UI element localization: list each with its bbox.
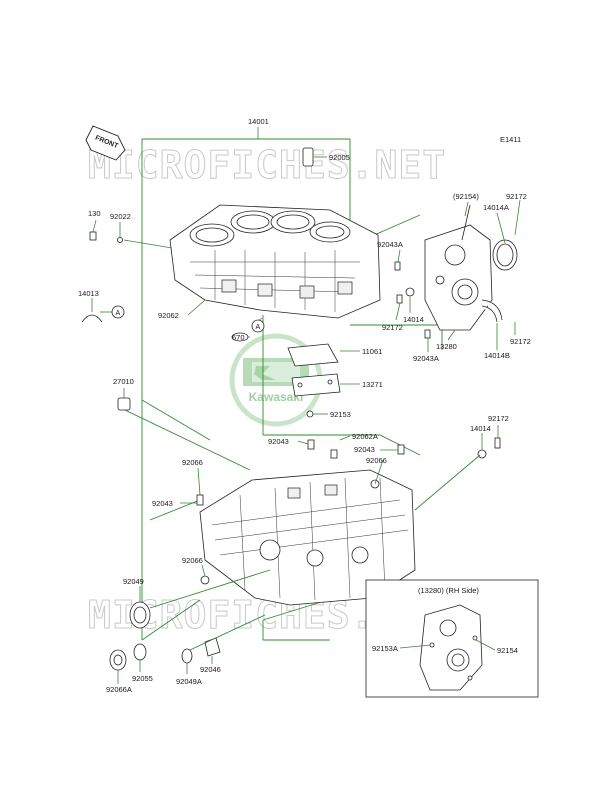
label-670: 670: [232, 333, 245, 342]
label-92153a: 92153A: [372, 644, 398, 653]
label-27010: 27010: [113, 377, 134, 386]
label-92154: 92154: [497, 646, 518, 655]
label-92172-mid: 92172: [382, 323, 403, 332]
label-92049a: 92049A: [176, 677, 202, 686]
leader-lines: [91, 127, 521, 684]
label-11061: 11061: [362, 347, 382, 356]
part-labels: 14001 92005 130 92022 (92154) 92172 1401…: [78, 117, 531, 694]
watermark-top: MICROFICHES.NET: [88, 143, 446, 187]
label-92066-c: 92066: [182, 556, 203, 565]
inset-rh-side: (13280) (RH Side): [365, 579, 539, 698]
label-92062: 92062: [158, 311, 179, 320]
label-92049: 92049: [123, 577, 144, 586]
label-92154-paren: (92154): [453, 192, 479, 201]
label-92043-b: 92043: [354, 445, 375, 454]
label-92066-a: 92066: [182, 458, 203, 467]
label-92153: 92153: [330, 410, 351, 419]
label-92066a: 92066A: [106, 685, 132, 694]
label-92043-c: 92043: [152, 499, 173, 508]
label-14014-mid: 14014: [403, 315, 424, 324]
small-parts: [81, 231, 501, 459]
label-92043a-mid: 92043A: [413, 354, 439, 363]
label-14014b: 14014B: [484, 351, 510, 360]
label-92005: 92005: [329, 153, 350, 162]
label-92043a-top: 92043A: [377, 240, 403, 249]
label-14014a: 14014A: [483, 203, 509, 212]
label-13280: 13280: [436, 342, 457, 351]
label-92022: 92022: [110, 212, 131, 221]
label-130: 130: [88, 209, 101, 218]
front-arrow: FRONT: [85, 125, 126, 161]
label-92043-a: 92043: [268, 437, 289, 446]
diagram-code: E1411: [500, 135, 521, 144]
label-92172-lower: 92172: [488, 414, 509, 423]
lower-crankcase: [124, 409, 481, 606]
label-92055: 92055: [132, 674, 153, 683]
label-92172-right: 92172: [510, 337, 531, 346]
label-14001: 14001: [248, 117, 269, 126]
circle-a-mid-label: A: [256, 324, 261, 331]
side-cover: [424, 204, 518, 331]
circle-a-left: [111, 305, 125, 319]
label-92172-top: 92172: [506, 192, 527, 201]
label-92062a: 92062A: [352, 432, 378, 441]
circle-a-mid: [251, 319, 265, 333]
label-92046: 92046: [200, 665, 221, 674]
label-14014-lower: 14014: [470, 424, 491, 433]
label-14013: 14013: [78, 289, 99, 298]
inset-title: (13280) (RH Side): [418, 586, 479, 595]
label-13271: 13271: [362, 380, 383, 389]
callouts: A A: [111, 305, 265, 333]
circle-a-left-label: A: [116, 310, 121, 317]
label-92066-b: 92066: [366, 456, 387, 465]
upper-crankcase: [169, 147, 381, 319]
logo-text: Kawasaki: [249, 390, 304, 404]
